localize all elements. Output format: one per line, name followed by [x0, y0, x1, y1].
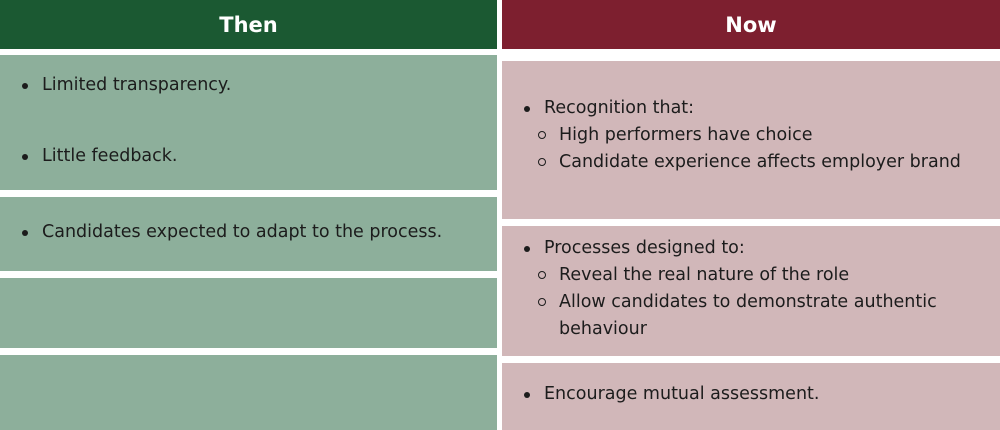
now-row-2-text: Processes designed to:	[524, 235, 1000, 262]
then-row-2-text: Little feedback.	[22, 143, 497, 170]
then-row-1-text: Limited transparency.	[22, 72, 497, 99]
now-row-3: Encourage mutual assessment.	[502, 363, 1000, 430]
then-row-1: Limited transparency.	[0, 55, 497, 117]
then-row-5	[0, 355, 497, 430]
now-row-2-sub-2: Allow candidates to demonstrate authenti…	[538, 289, 1000, 343]
then-row-4	[0, 278, 497, 348]
then-row-3: Candidates expected to adapt to the proc…	[0, 197, 497, 271]
then-header: Then	[0, 0, 497, 49]
now-header: Now	[502, 0, 1000, 49]
now-row-1-sub-2: Candidate experience affects employer br…	[538, 149, 1000, 176]
now-row-2-sub-1: Reveal the real nature of the role	[538, 262, 1000, 289]
then-row-3-text: Candidates expected to adapt to the proc…	[22, 219, 497, 246]
now-row-1-sub-1: High performers have choice	[538, 122, 1000, 149]
then-row-2: Little feedback.	[0, 123, 497, 190]
now-row-1: Recognition that: High performers have c…	[502, 61, 1000, 219]
now-row-1-text: Recognition that:	[524, 95, 1000, 122]
now-row-2: Processes designed to: Reveal the real n…	[502, 226, 1000, 356]
now-row-3-text: Encourage mutual assessment.	[524, 381, 1000, 408]
